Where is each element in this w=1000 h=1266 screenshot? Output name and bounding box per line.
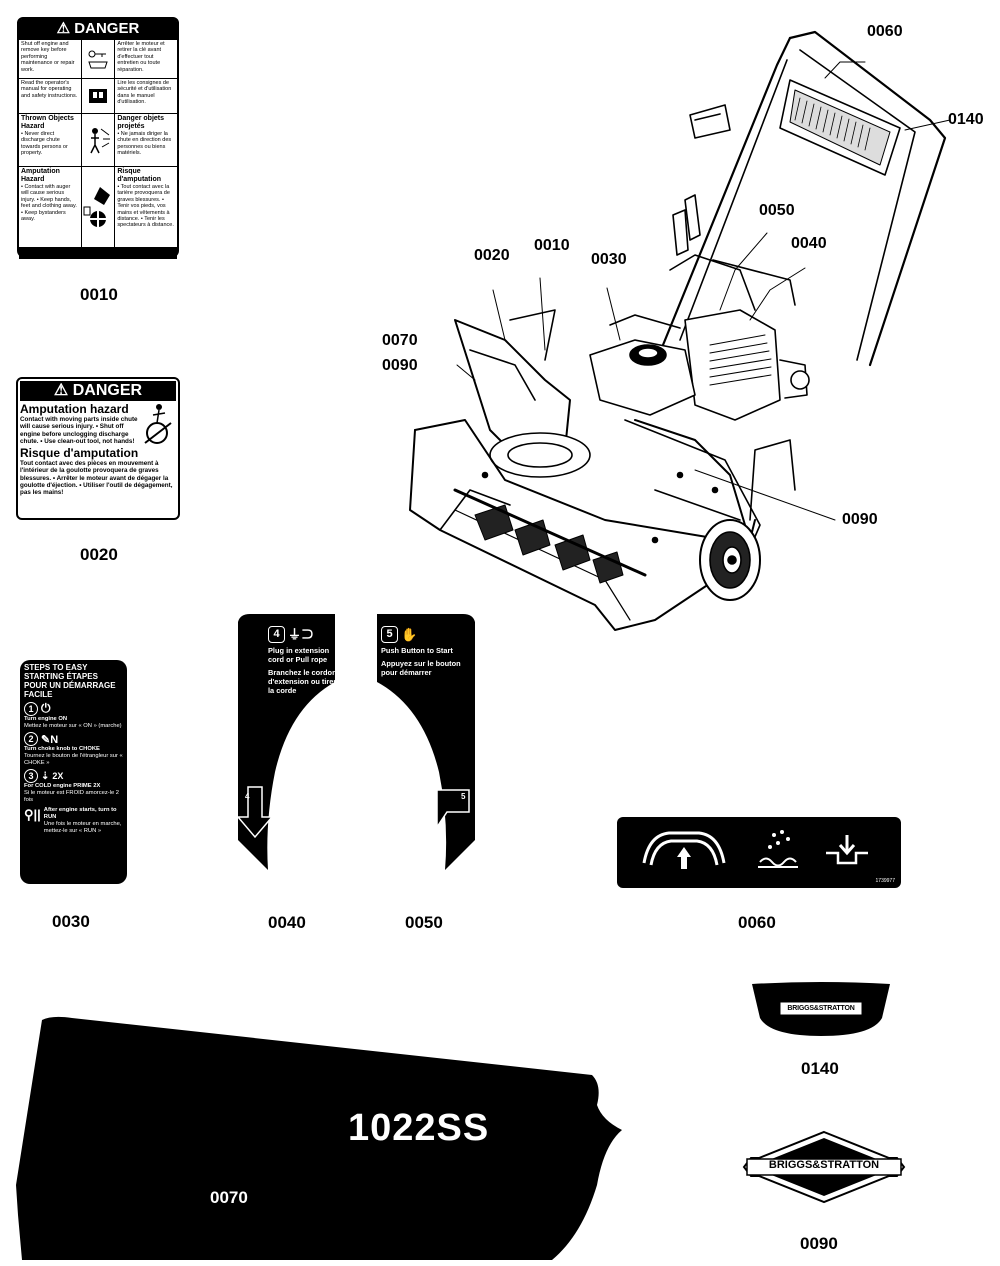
- steps-heading: STEPS TO EASY STARTING ÉTAPES POUR UN DÉ…: [24, 663, 116, 699]
- auger-hazard-icon: [80, 167, 116, 247]
- part-number-0090: 0090: [800, 1234, 838, 1253]
- callout-0050: 0050: [759, 202, 795, 219]
- key-icon: [80, 40, 116, 78]
- primer-icon: ⇣: [41, 770, 50, 782]
- step-5-badge: 5: [381, 626, 398, 643]
- amputation-text-en: • Contact with auger will cause serious …: [21, 184, 77, 223]
- part-number-0070: 0070: [210, 1188, 248, 1207]
- control-bar-decal-0060: 1739977: [617, 817, 901, 888]
- thrown-objects-text-en: • Never direct discharge chute towards p…: [21, 131, 68, 157]
- decal-0050-arrow-label: 5: [461, 792, 466, 801]
- step-2-text-fr: Tournez le bouton de l'étrangleur sur « …: [24, 753, 123, 766]
- part-number-0010: 0010: [80, 285, 118, 304]
- chute-decal-0040: [236, 614, 335, 870]
- callout-0040: 0040: [791, 235, 827, 252]
- danger-header: ⚠ DANGER: [20, 381, 176, 401]
- danger-decal-0010: ⚠ DANGER Shut off engine and remove key …: [17, 17, 179, 259]
- part-number-0140: 0140: [801, 1059, 839, 1078]
- step-2-text-en: Turn choke knob to CHOKE: [24, 746, 100, 752]
- callout-0070: 0070: [382, 332, 418, 349]
- amputation-title-en: Amputation hazard: [20, 402, 129, 416]
- amputation-title-en: Amputation Hazard: [21, 168, 60, 183]
- step-3-text-fr: Si le moteur est FROID amorcez-le 2 fois: [24, 790, 120, 803]
- brand-emblem-0090-text: BRIGGS&STRATTON: [768, 1159, 880, 1171]
- squeeze-bar-icon: [642, 831, 726, 869]
- step-3-text-en: For COLD engine PRIME 2X: [24, 783, 101, 789]
- step-2-badge: 2: [24, 732, 38, 746]
- run-text-fr: Une fois le moteur en marche, mettez-le …: [43, 821, 122, 834]
- thrown-objects-text-fr: • Ne jamais diriger la chute en directio…: [117, 131, 172, 157]
- step-4-badge: 4: [268, 626, 285, 643]
- run-icon: ⚲||: [24, 807, 41, 822]
- danger-header: ⚠ DANGER: [19, 19, 177, 39]
- choke-icon: ✎N: [41, 733, 59, 746]
- thrown-objects-icon: [80, 114, 116, 166]
- decal-footer: [19, 247, 177, 259]
- callout-0090-side: 0090: [842, 511, 878, 528]
- danger-decal-0020: ⚠ DANGER Amputation hazard Contact with …: [16, 377, 180, 520]
- amputation-text-fr: • Tout contact avec la tarière provoquer…: [117, 184, 174, 229]
- chute-decal-0050: [377, 614, 475, 870]
- manual-warning-fr: Lire les consignes de sécurité et d'util…: [117, 80, 172, 106]
- decal-0040-text-en: Plug in extension cord or Pull rope: [268, 646, 330, 664]
- snowblower-illustration: [409, 30, 951, 631]
- maintenance-warning-fr: Arrêter le moteur et retirer la clé avan…: [117, 41, 165, 73]
- auger-icon: [758, 830, 798, 868]
- manual-icon: [80, 79, 116, 113]
- step-3-badge: 3: [24, 769, 38, 783]
- decal-0060-code: 1739977: [875, 878, 895, 884]
- run-text-en: After engine starts, turn to RUN: [43, 807, 117, 820]
- callout-0030: 0030: [591, 251, 627, 268]
- chute-hazard-icon: [138, 401, 176, 445]
- decal-0050-text-en: Push Button to Start: [381, 646, 453, 655]
- model-decal-0070: [16, 1016, 622, 1260]
- step-1-text-fr: Mettez le moteur sur « ON » (marche): [24, 723, 122, 729]
- callout-0010: 0010: [534, 237, 570, 254]
- step-1-badge: 1: [24, 701, 38, 716]
- callout-0140: 0140: [948, 111, 984, 128]
- prime-count: 2X: [52, 771, 64, 781]
- brand-emblem-0090: [742, 1130, 906, 1204]
- part-number-0030: 0030: [52, 912, 90, 931]
- decal-0050-text: 5✋ Push Button to Start Appuyez sur le b…: [381, 626, 465, 677]
- callout-0020: 0020: [474, 247, 510, 264]
- decal-0040-text-fr: Branchez le cordon d'extension ou tirer …: [268, 668, 337, 695]
- part-number-0040: 0040: [268, 913, 306, 932]
- brand-badge-0140: [752, 982, 890, 1036]
- amputation-title-fr: Risque d'amputation: [117, 168, 161, 183]
- decal-0040-text: 4⏚⊃ Plug in extension cord or Pull rope …: [268, 626, 342, 695]
- part-number-0020: 0020: [80, 545, 118, 564]
- thrown-objects-title-fr: Danger objets projetés: [117, 115, 165, 130]
- maintenance-warning-en: Shut off engine and remove key before pe…: [21, 41, 75, 73]
- amputation-title-fr: Risque d'amputation: [20, 446, 139, 461]
- step-1-text-en: Turn engine ON: [24, 716, 68, 722]
- ignition-icon: ⏻: [41, 701, 51, 715]
- plug-icon: ⏚⊃: [288, 627, 315, 642]
- amputation-text-en: Contact with moving parts inside chute w…: [20, 416, 138, 445]
- amputation-text-fr: Tout contact avec des pièces en mouvemen…: [20, 460, 173, 497]
- decal-0040-arrow-label: 4: [245, 792, 250, 801]
- brand-badge-0140-text: BRIGGS&STRATTON: [787, 1005, 855, 1012]
- lower-arrow-icon: [826, 835, 868, 865]
- callout-0060: 0060: [867, 23, 903, 40]
- thrown-objects-title-en: Thrown Objects Hazard: [21, 115, 74, 130]
- decal-0050-text-fr: Appuyez sur le bouton pour démarrer: [381, 659, 461, 677]
- part-number-0060: 0060: [738, 913, 776, 932]
- callout-0090-top: 0090: [382, 357, 418, 374]
- starting-steps-decal-0030: STEPS TO EASY STARTING ÉTAPES POUR UN DÉ…: [20, 660, 127, 884]
- model-number: 1022SS: [348, 1107, 490, 1149]
- part-number-0050: 0050: [405, 913, 443, 932]
- push-button-icon: ✋: [401, 627, 418, 642]
- manual-warning-en: Read the operator's manual for operating…: [21, 80, 78, 99]
